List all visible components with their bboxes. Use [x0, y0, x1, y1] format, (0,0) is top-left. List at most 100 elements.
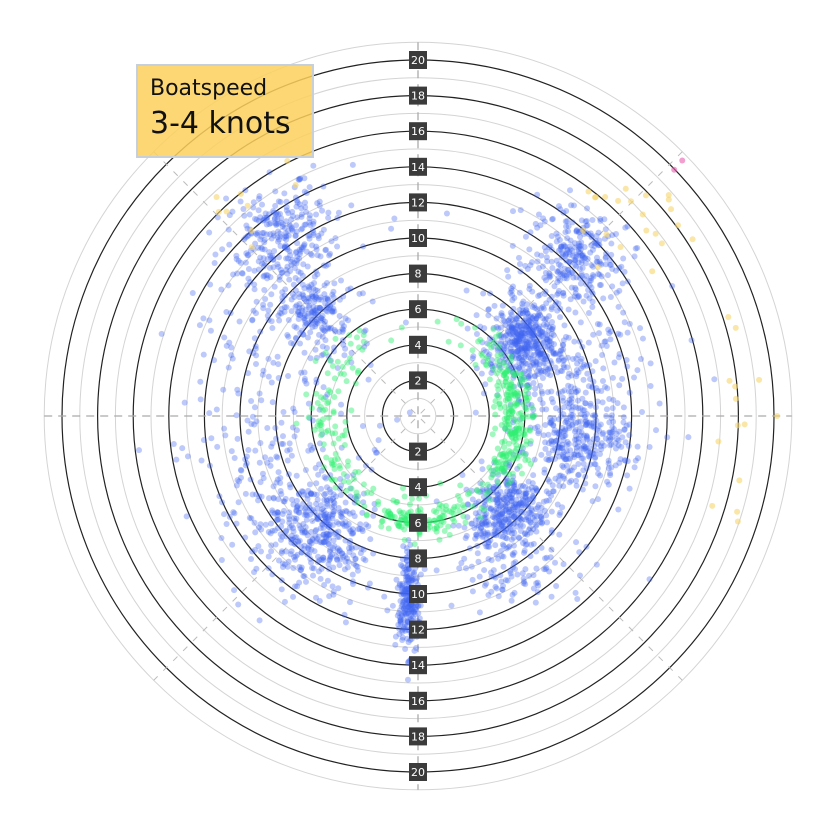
data-point-blue [256, 493, 263, 500]
data-point-blue [206, 462, 213, 469]
data-point-blue [257, 479, 264, 486]
data-point-blue [319, 326, 326, 333]
data-point-blue [502, 356, 509, 363]
data-point-green [387, 510, 394, 517]
data-point-blue [284, 243, 291, 250]
data-point-blue [637, 325, 644, 332]
data-point-blue [350, 552, 357, 559]
data-point-blue [290, 340, 297, 347]
data-point-blue [559, 424, 566, 431]
data-point-blue [396, 614, 403, 621]
data-point-blue [580, 460, 587, 467]
data-point-blue [559, 433, 566, 440]
data-point-blue [320, 554, 327, 561]
data-point-blue [375, 437, 382, 444]
data-point-blue [307, 538, 314, 545]
data-point-blue [518, 517, 525, 524]
data-point-blue [280, 409, 287, 416]
data-point-blue [228, 352, 235, 359]
data-point-blue [617, 456, 624, 463]
data-point-blue [357, 550, 364, 557]
data-point-blue [499, 586, 506, 593]
data-point-blue [557, 350, 564, 357]
data-point-blue [397, 620, 404, 627]
data-point-blue [323, 519, 330, 526]
data-point-blue [295, 311, 302, 318]
data-point-blue [242, 534, 249, 541]
data-point-blue [136, 447, 143, 454]
data-point-blue [620, 255, 627, 262]
data-point-blue [500, 317, 507, 324]
data-point-blue [577, 246, 584, 253]
data-point-blue [330, 588, 337, 595]
data-point-blue [314, 496, 321, 503]
data-point-blue [266, 264, 273, 271]
data-point-green [342, 418, 349, 425]
data-point-green [437, 514, 444, 521]
data-point-blue [521, 502, 528, 509]
data-point-blue [499, 510, 506, 517]
data-point-blue [518, 347, 525, 354]
data-point-blue [248, 515, 255, 522]
data-point-green [502, 362, 509, 369]
data-point-green [469, 503, 476, 510]
data-point-blue [590, 331, 597, 338]
data-point-blue [285, 209, 292, 216]
data-point-blue [520, 318, 527, 325]
data-point-blue [542, 248, 549, 255]
data-point-blue [356, 525, 363, 532]
data-point-blue [313, 500, 320, 507]
data-point-blue [516, 512, 523, 519]
data-point-blue [508, 324, 515, 331]
data-point-blue [313, 316, 320, 323]
data-point-blue [501, 507, 508, 514]
data-point-blue [296, 255, 303, 262]
data-point-blue [486, 505, 493, 512]
data-point-blue [563, 250, 570, 257]
data-point-blue [306, 212, 313, 219]
ring-label-text: 20 [411, 54, 425, 67]
data-point-green [381, 507, 388, 514]
data-point-blue [284, 332, 291, 339]
data-point-blue [577, 572, 584, 579]
data-point-blue [586, 419, 593, 426]
data-point-blue [342, 558, 349, 565]
data-point-blue [599, 377, 606, 384]
data-point-blue [253, 298, 260, 305]
data-point-blue [297, 525, 304, 532]
data-point-blue [291, 294, 298, 301]
data-point-blue [486, 351, 493, 358]
data-point-blue [573, 444, 580, 451]
data-point-blue [599, 399, 606, 406]
data-point-blue [521, 374, 528, 381]
data-point-blue [511, 426, 518, 433]
data-point-blue [340, 554, 347, 561]
data-point-blue [573, 448, 580, 455]
data-point-blue [547, 372, 554, 379]
data-point-blue [541, 316, 548, 323]
data-point-blue [342, 345, 349, 352]
data-point-green [446, 508, 453, 515]
data-point-blue [572, 388, 579, 395]
data-point-blue [543, 254, 550, 261]
data-point-blue [506, 320, 513, 327]
data-point-green [457, 482, 464, 489]
data-point-blue [521, 354, 528, 361]
data-point-blue [580, 376, 587, 383]
data-point-blue [526, 496, 533, 503]
data-point-blue [306, 481, 313, 488]
data-point-blue [549, 324, 556, 331]
data-point-blue [270, 359, 277, 366]
data-point-blue [494, 499, 501, 506]
data-point-blue [609, 232, 616, 239]
data-point-blue [296, 304, 303, 311]
data-point-blue [399, 582, 406, 589]
data-point-green [500, 359, 507, 366]
data-point-blue [290, 281, 297, 288]
data-point-blue [522, 494, 529, 501]
data-point-blue [488, 369, 495, 376]
data-point-blue [292, 556, 299, 563]
ring-label-bg [409, 656, 427, 675]
data-point-blue [288, 258, 295, 265]
data-point-blue [562, 419, 569, 426]
